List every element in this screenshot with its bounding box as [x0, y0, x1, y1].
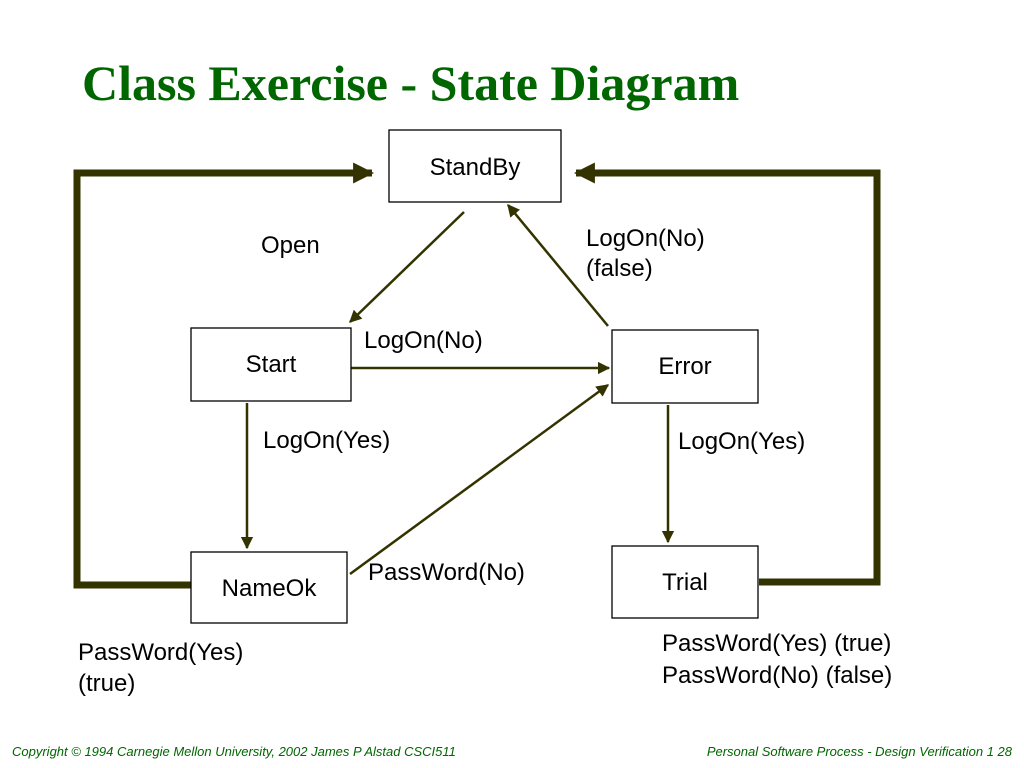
footer-copyright: Copyright © 1994 Carnegie Mellon Univers… [12, 744, 456, 759]
edge-nameok-error [349, 383, 610, 576]
edge-error-standby [507, 204, 609, 327]
label-error-trial: LogOn(Yes) [678, 428, 805, 455]
edge-standby-start [349, 211, 465, 323]
label-error-standby-line2: (false) [586, 255, 653, 282]
slide-title: Class Exercise - State Diagram [82, 55, 740, 111]
label-error-standby-line1: LogOn(No) [586, 225, 705, 252]
footer-course-page: Personal Software Process - Design Verif… [706, 744, 1012, 759]
label-nameok-standby-line2: (true) [78, 670, 135, 697]
label-nameok-error: PassWord(No) [368, 559, 525, 586]
label-trial-standby-line2: PassWord(No) (false) [662, 662, 892, 689]
state-trial: Trial [611, 545, 759, 619]
state-label: Trial [662, 569, 708, 596]
state-label: Start [246, 351, 297, 378]
label-start-error: LogOn(No) [364, 327, 483, 354]
state-start: Start [190, 327, 352, 402]
state-standby: StandBy [388, 129, 562, 203]
edge-trial-standby [573, 162, 881, 586]
label-start-nameok: LogOn(Yes) [263, 427, 390, 454]
edge-nameok-standby [73, 162, 375, 589]
label-trial-standby-line1: PassWord(Yes) (true) [662, 630, 891, 657]
state-label: Error [658, 353, 711, 380]
label-nameok-standby-line1: PassWord(Yes) [78, 639, 243, 666]
label-open: Open [261, 232, 320, 259]
state-label: NameOk [222, 575, 318, 602]
state-label: StandBy [430, 154, 521, 181]
state-error: Error [611, 329, 759, 404]
state-nameok: NameOk [190, 551, 348, 624]
